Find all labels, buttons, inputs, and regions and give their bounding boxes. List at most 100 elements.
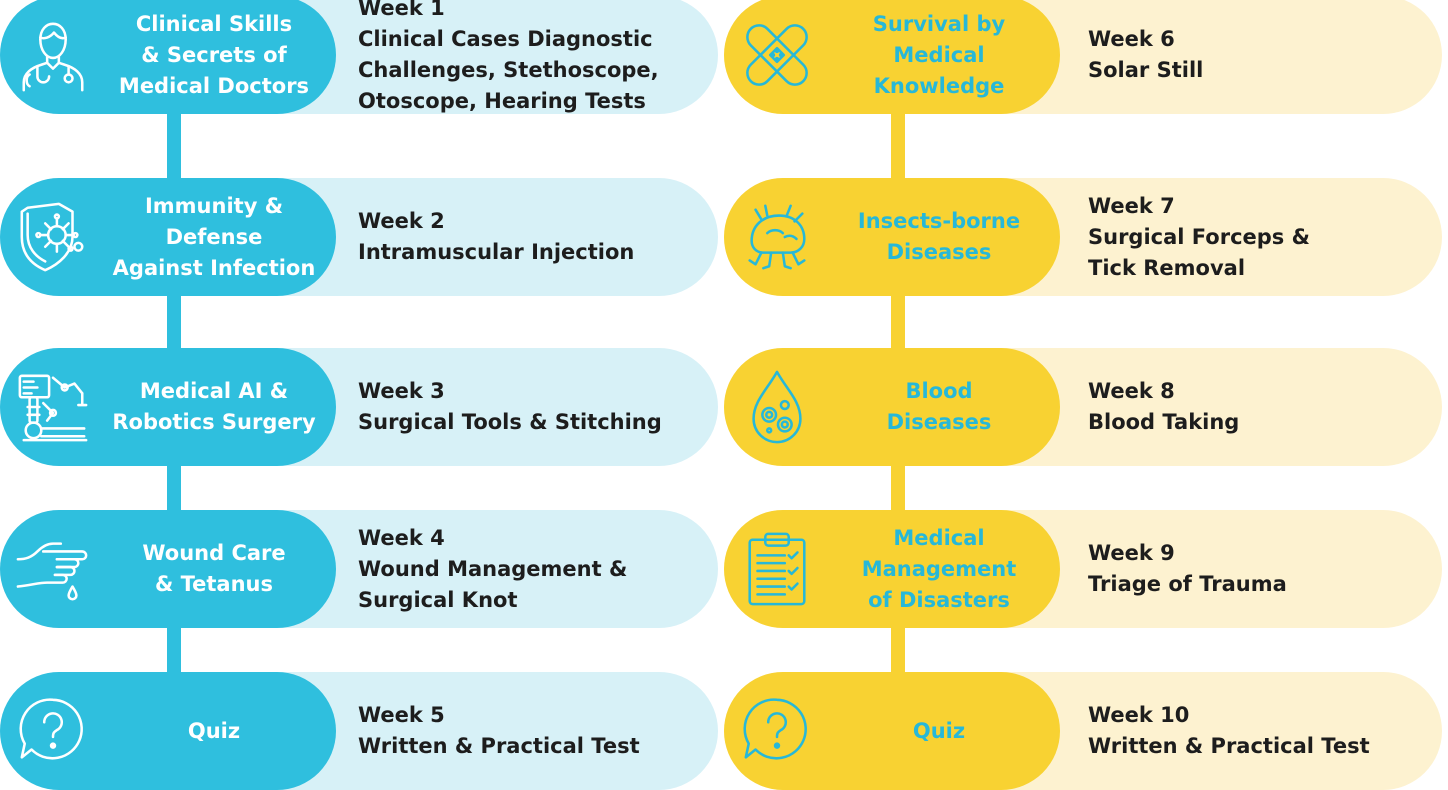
timeline-connector xyxy=(167,288,181,358)
topic-title-line: Medical xyxy=(893,42,985,67)
week-activity-line: Intramuscular Injection xyxy=(358,240,635,264)
timeline-connector xyxy=(891,106,905,188)
week-activity-line: Blood Taking xyxy=(1088,410,1240,434)
week-detail: Week 6 Solar Still xyxy=(1088,0,1438,114)
week-row: Quiz Week 10 Written & Practical Test xyxy=(724,672,1442,790)
week-activity-line: Surgical Forceps & xyxy=(1088,224,1310,249)
topic-title-line: Clinical Skills xyxy=(135,11,293,36)
left-timeline-column: Clinical Skills & Secrets of Medical Docto… xyxy=(0,0,718,790)
topic-pill: Quiz xyxy=(0,672,336,790)
week-activity-line: Otoscope, Hearing Tests xyxy=(358,89,646,113)
bandage-icon xyxy=(738,16,816,94)
robotic-surgery-icon xyxy=(14,368,92,446)
week-label: Week 1 xyxy=(358,0,445,20)
timeline-connector xyxy=(167,106,181,188)
week-activity-line: Challenges, Stethoscope, xyxy=(358,58,659,82)
week-row: Medical AI & Robotics Surgery Week 3 Surgic… xyxy=(0,348,718,466)
week-label: Week 4 xyxy=(358,525,445,550)
week-label: Week 3 xyxy=(358,379,445,403)
topic-title-line: Blood xyxy=(905,379,973,403)
week-activity-line: Tick Removal xyxy=(1088,255,1246,280)
topic-title-line: & Tetanus xyxy=(154,572,273,596)
topic-title-line: Diseases xyxy=(886,240,992,264)
topic-title-line: Wound Care xyxy=(142,541,286,565)
topic-title-line: Immunity & xyxy=(144,193,284,218)
week-row: Clinical Skills & Secrets of Medical Docto… xyxy=(0,0,718,114)
week-activity-line: Clinical Cases Diagnostic xyxy=(358,27,653,51)
topic-title: Clinical Skills & Secrets of Medical Docto… xyxy=(92,0,336,114)
topic-title: Quiz xyxy=(824,672,1054,790)
topic-title: Medical AI & Robotics Surgery xyxy=(92,348,336,466)
week-activity-line: Triage of Trauma xyxy=(1088,572,1287,596)
week-label: Week 6 xyxy=(1088,27,1175,51)
topic-title-line: Medical Doctors xyxy=(118,73,310,98)
week-activity-line: Written & Practical Test xyxy=(358,734,640,758)
topic-title: Quiz xyxy=(92,672,336,790)
topic-title-line: Diseases xyxy=(886,410,992,434)
topic-title-line: & Secrets of xyxy=(141,42,287,67)
week-label: Week 2 xyxy=(358,209,445,233)
week-label: Week 5 xyxy=(358,703,445,727)
blood-drop-icon xyxy=(738,368,816,446)
timeline-connector xyxy=(891,620,905,682)
virus-shield-icon xyxy=(14,198,92,276)
timeline-connector xyxy=(891,288,905,358)
topic-pill: Quiz xyxy=(724,672,1060,790)
topic-title-line: Management xyxy=(861,556,1017,581)
week-activity-line: Surgical Knot xyxy=(358,587,518,612)
wounded-hand-icon xyxy=(14,530,92,608)
week-detail: Week 3 Surgical Tools & Stitching xyxy=(358,348,708,466)
topic-pill: Medical AI & Robotics Surgery xyxy=(0,348,336,466)
timeline-connector xyxy=(891,458,905,520)
topic-title-line: Against Infection xyxy=(112,255,316,280)
question-bubble-icon xyxy=(14,692,92,770)
topic-title-line: Knowledge xyxy=(873,73,1005,98)
tick-insect-icon xyxy=(738,198,816,276)
topic-title-line: Quiz xyxy=(912,718,966,743)
week-activity-line: Surgical Tools & Stitching xyxy=(358,410,662,434)
clipboard-checklist-icon xyxy=(738,530,816,608)
topic-title-line: of Disasters xyxy=(868,587,1010,612)
week-activity-line: Written & Practical Test xyxy=(1088,734,1370,758)
topic-title-line: Survival by xyxy=(872,11,1006,36)
week-detail: Week 10 Written & Practical Test xyxy=(1088,672,1438,790)
week-detail: Week 7 Surgical Forceps & Tick Removal xyxy=(1088,178,1438,296)
doctor-icon xyxy=(14,16,92,94)
timeline-connector xyxy=(167,458,181,520)
week-detail: Week 9 Triage of Trauma xyxy=(1088,510,1438,628)
week-row: Quiz Week 5 Written & Practical Test xyxy=(0,672,718,790)
week-detail: Week 2 Intramuscular Injection xyxy=(358,178,708,296)
week-detail: Week 5 Written & Practical Test xyxy=(358,672,708,790)
topic-title-line: Insects-borne xyxy=(857,209,1021,233)
week-label: Week 7 xyxy=(1088,193,1175,218)
topic-title-line: Medical xyxy=(893,525,985,550)
topic-title-line: Medical AI & xyxy=(139,379,289,403)
week-activity-line: Solar Still xyxy=(1088,58,1204,82)
topic-title-line: Defense xyxy=(165,224,263,249)
week-label: Week 10 xyxy=(1088,703,1190,727)
topic-title: Wound Care & Tetanus xyxy=(92,510,336,628)
timeline-connector xyxy=(167,620,181,682)
week-label: Week 9 xyxy=(1088,541,1175,565)
topic-title-line: Robotics Surgery xyxy=(112,410,316,434)
question-bubble-icon xyxy=(738,692,816,770)
